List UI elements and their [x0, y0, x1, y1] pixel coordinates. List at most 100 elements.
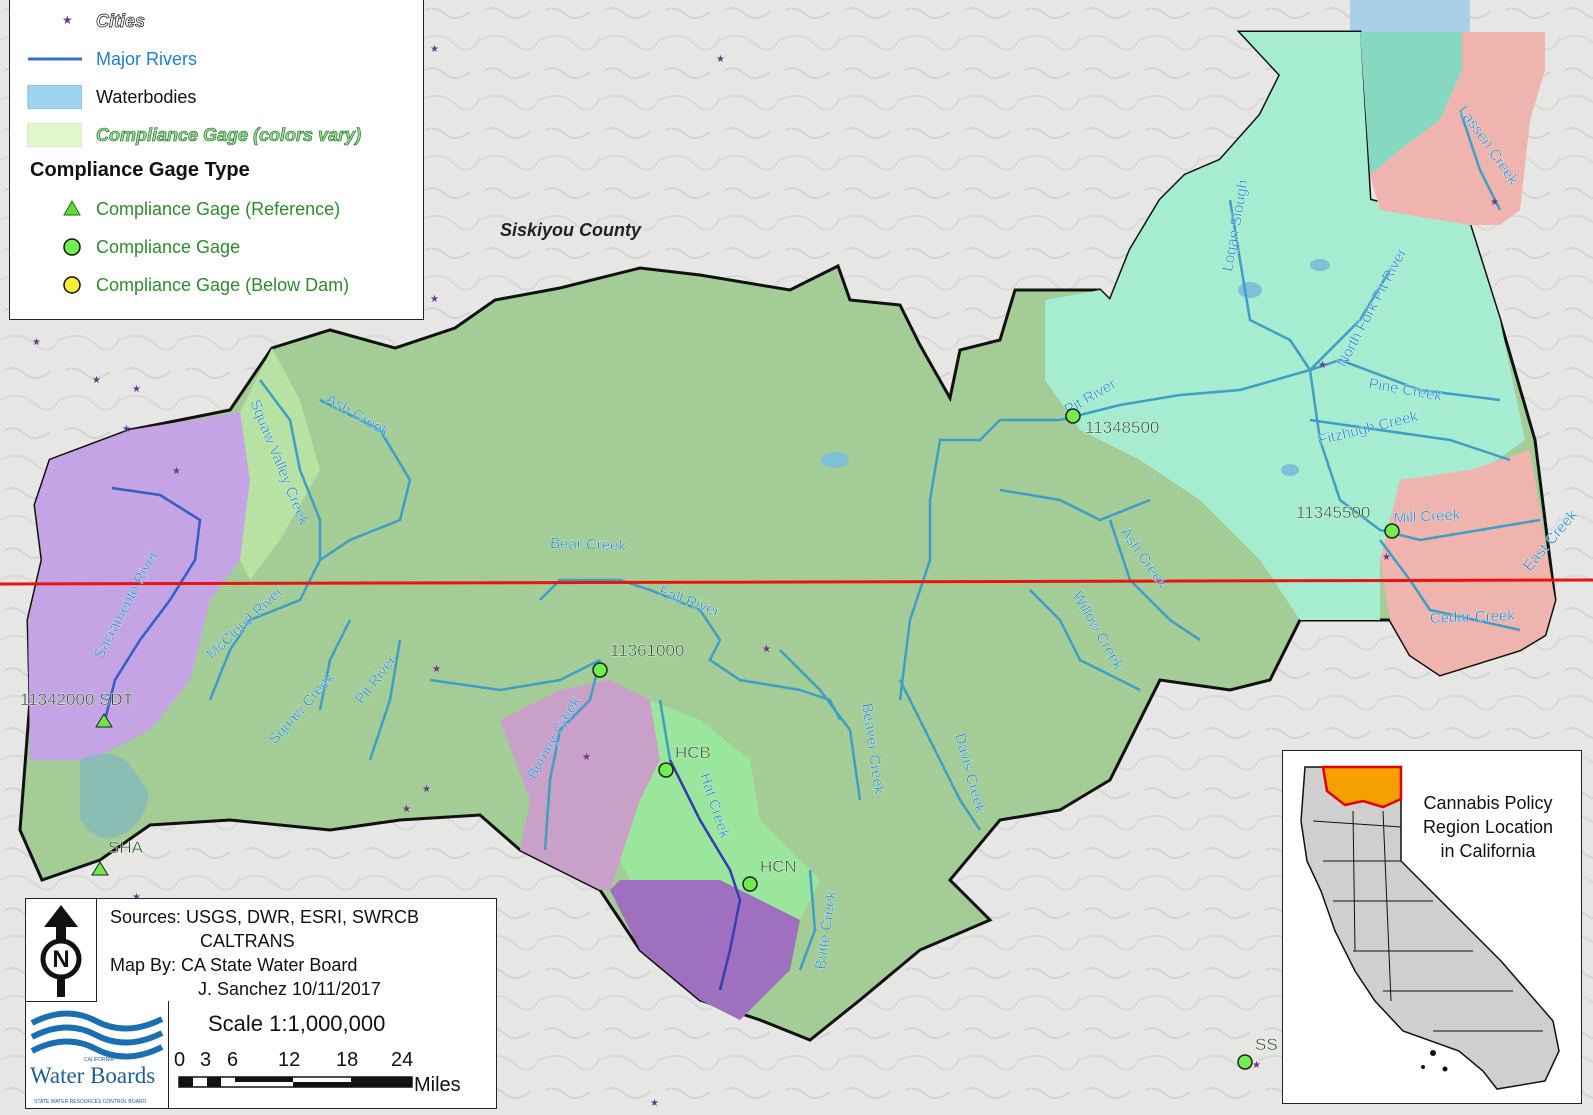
circle-green-icon [63, 238, 81, 256]
mapby-line: J. Sanchez 10/11/2017 [198, 979, 381, 999]
gage-box-icon [27, 123, 82, 147]
waves-icon: CALIFORNIA STATE WATER RESOURCES CONTROL… [30, 1010, 164, 1105]
scale-bar [178, 1076, 413, 1088]
svg-text:★: ★ [92, 375, 101, 386]
svg-text:★: ★ [430, 44, 439, 55]
county-label: Siskiyou County [500, 220, 642, 240]
credits-text: Sources: USGS, DWR, ESRI, SWRCB CALTRANS… [110, 905, 419, 1001]
gage-reference-marker[interactable] [95, 713, 113, 728]
river-label: Cedar Creek [1430, 607, 1516, 627]
circle-yellow-icon [63, 276, 81, 294]
legend-label: Compliance Gage [96, 237, 241, 257]
gage-label: 11348500 [1085, 418, 1159, 437]
svg-text:★: ★ [762, 644, 771, 655]
waterbody-shasta [80, 753, 148, 838]
waterbody [1281, 464, 1299, 476]
red-boundary-line [0, 578, 1593, 586]
gage-label: SS [1255, 1035, 1278, 1054]
hat-creek-river [668, 759, 742, 991]
svg-text:★: ★ [582, 752, 591, 763]
legend-panel: ★ Cities Major Rivers Waterbodies Compli… [9, 0, 424, 320]
svg-text:★: ★ [402, 804, 411, 815]
credits-panel: N Sources: USGS, DWR, ESRI, SWRCB CALTRA… [25, 898, 497, 1109]
mapby-line: Map By: CA State Water Board [110, 955, 358, 975]
svg-text:★: ★ [132, 384, 141, 395]
legend-label: Major Rivers [96, 49, 198, 69]
region-salmon-north [1370, 32, 1545, 225]
gage-marker[interactable] [658, 762, 674, 778]
svg-text:★: ★ [430, 294, 439, 305]
scale-tick: 0 [174, 1049, 186, 1071]
legend-label: Compliance Gage (Below Dam) [96, 275, 350, 295]
legend-gage-type-title: Compliance Gage Type [30, 159, 250, 181]
cities: ★★★ ★★★ ★★★ ★★★ ★★★ ★★★ ★ [32, 44, 1499, 1109]
sources-line: CALTRANS [200, 931, 295, 951]
svg-text:★: ★ [62, 13, 73, 27]
inset-map-panel: Cannabis Policy Region Location in Calif… [1282, 750, 1582, 1104]
region-purple-west [28, 412, 250, 760]
svg-text:★: ★ [650, 1098, 659, 1109]
north-arrow-icon: N [40, 905, 82, 997]
inset-caption-line: in California [1440, 841, 1536, 861]
river-line-icon [28, 57, 82, 61]
legend-row-reference: Compliance Gage (Reference) [10, 191, 423, 227]
svg-text:★: ★ [1318, 360, 1327, 371]
star-icon: ★ [62, 13, 73, 27]
logo-small-text: CALIFORNIA [84, 1057, 115, 1063]
gage-label: 11345500 [1296, 503, 1370, 522]
region-burney [500, 680, 660, 890]
gage-marker[interactable] [592, 662, 608, 678]
svg-text:★: ★ [432, 664, 441, 675]
gage-marker[interactable] [1384, 523, 1400, 539]
scale-title: Scale 1:1,000,000 [208, 1011, 386, 1036]
inset-caption-line: Region Location [1422, 817, 1554, 837]
legend-label: Cities [96, 11, 146, 32]
gage-marker[interactable] [742, 876, 758, 892]
legend-label: Waterbodies [96, 87, 197, 107]
sacramento-river [103, 486, 202, 721]
region-hcn [610, 880, 800, 1020]
gages [91, 408, 1400, 1070]
waterbody [1238, 282, 1262, 298]
gage-label: HCB [675, 743, 711, 762]
scale-tick: 24 [391, 1049, 414, 1071]
gage-marker[interactable] [1237, 1054, 1253, 1070]
river-label: Mill Creek [1393, 507, 1461, 527]
legend-row-waterbodies: Waterbodies [10, 79, 423, 115]
waterbody [821, 452, 849, 468]
north-arrow: N [26, 899, 97, 1002]
water-boards-logo: CALIFORNIA STATE WATER RESOURCES CONTROL… [26, 1001, 169, 1109]
gage-label: 11342000 SDT [20, 690, 133, 709]
scale-units: Miles [414, 1074, 461, 1096]
svg-text:★: ★ [172, 466, 181, 477]
region-light-green-west [240, 348, 320, 580]
lake-top [1350, 0, 1470, 35]
gage-marker[interactable] [1065, 408, 1081, 424]
logo-tagline: STATE WATER RESOURCES CONTROL BOARD [34, 1099, 147, 1105]
north-letter: N [52, 946, 69, 973]
sources-line: Sources: USGS, DWR, ESRI, SWRCB [110, 907, 420, 927]
gage-label: 11361000 [610, 641, 684, 660]
scale-tick: 12 [278, 1049, 301, 1071]
river-label: Bear Creek [550, 535, 627, 555]
scale-tick: 3 [200, 1049, 212, 1071]
scale-tick: 6 [227, 1049, 239, 1071]
legend-row-gage-box: Compliance Gage (colors vary) [10, 117, 423, 153]
inset-caption: Cannabis Policy Region Location in Calif… [1413, 791, 1563, 863]
legend-row-gage: Compliance Gage [10, 229, 423, 265]
waterbody [1310, 259, 1330, 271]
water-box-icon [27, 85, 82, 109]
legend-row-cities: ★ Cities [10, 3, 423, 39]
svg-text:★: ★ [1382, 552, 1391, 563]
gage-reference-marker[interactable] [91, 861, 109, 876]
legend-row-rivers: Major Rivers [10, 41, 423, 77]
svg-text:★: ★ [716, 54, 725, 65]
inset-caption-line: Cannabis Policy [1423, 793, 1553, 813]
region-teal-northeast [1045, 32, 1525, 620]
scale-tick: 18 [336, 1049, 359, 1071]
svg-text:★: ★ [132, 892, 141, 903]
legend-label: Compliance Gage (Reference) [96, 199, 341, 219]
gage-label: HCN [760, 857, 797, 876]
legend-row-below-dam: Compliance Gage (Below Dam) [10, 267, 423, 303]
